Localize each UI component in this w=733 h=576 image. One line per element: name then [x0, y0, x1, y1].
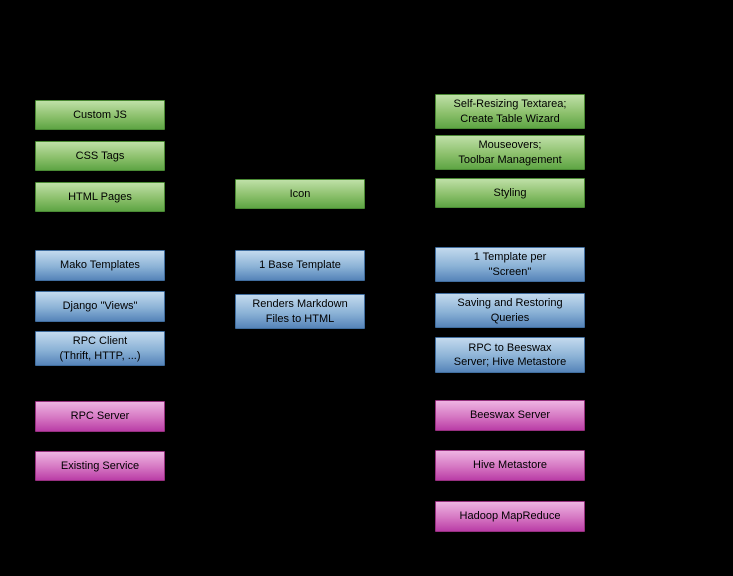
box-mako-templates: Mako Templates — [35, 250, 165, 281]
box-rpc-server: RPC Server — [35, 401, 165, 432]
box-template-per-screen: 1 Template per "Screen" — [435, 247, 585, 282]
box-renders-markdown: Renders Markdown Files to HTML — [235, 294, 365, 329]
box-icon: Icon — [235, 179, 365, 209]
box-existing-service: Existing Service — [35, 451, 165, 481]
box-saving-restoring-queries: Saving and Restoring Queries — [435, 293, 585, 328]
box-html-pages: HTML Pages — [35, 182, 165, 212]
box-django-views: Django "Views" — [35, 291, 165, 322]
box-base-template: 1 Base Template — [235, 250, 365, 281]
box-styling: Styling — [435, 178, 585, 208]
box-hive-metastore: Hive Metastore — [435, 450, 585, 481]
box-rpc-client: RPC Client (Thrift, HTTP, ...) — [35, 331, 165, 366]
box-self-resizing-textarea: Self-Resizing Textarea; Create Table Wiz… — [435, 94, 585, 129]
box-beeswax-server: Beeswax Server — [435, 400, 585, 431]
box-css-tags: CSS Tags — [35, 141, 165, 171]
box-rpc-to-beeswax: RPC to Beeswax Server; Hive Metastore — [435, 337, 585, 373]
box-mouseovers-toolbar: Mouseovers; Toolbar Management — [435, 135, 585, 170]
box-custom-js: Custom JS — [35, 100, 165, 130]
box-hadoop-mapreduce: Hadoop MapReduce — [435, 501, 585, 532]
